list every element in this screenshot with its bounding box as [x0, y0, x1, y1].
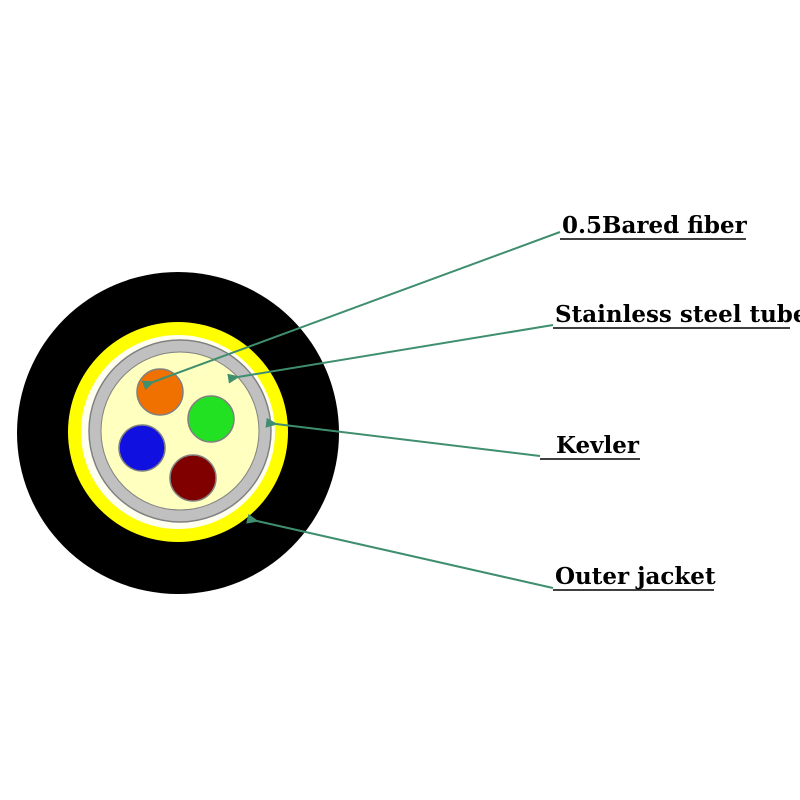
label-bared-fiber: 0.5Bared fiber [562, 212, 748, 239]
leader-line-bared-fiber [141, 231, 561, 391]
leader-line-kevlar [265, 417, 541, 457]
leader-line-outer-jacket [246, 513, 554, 589]
leader-lines [141, 231, 561, 589]
fiber-green [187, 395, 235, 443]
label-outer-jacket: Outer jacket [555, 563, 716, 590]
fiber-orange [136, 368, 184, 416]
label-kevlar: Kevler [556, 432, 640, 459]
fiber-brown [169, 454, 217, 502]
leader-line-steel-tube [227, 324, 554, 384]
labels: 0.5Bared fiber Stainless steel tube Kevl… [540, 212, 800, 591]
cable-cross-section [17, 272, 339, 594]
label-steel-tube: Stainless steel tube [555, 301, 800, 328]
fiber-blue [118, 424, 166, 472]
